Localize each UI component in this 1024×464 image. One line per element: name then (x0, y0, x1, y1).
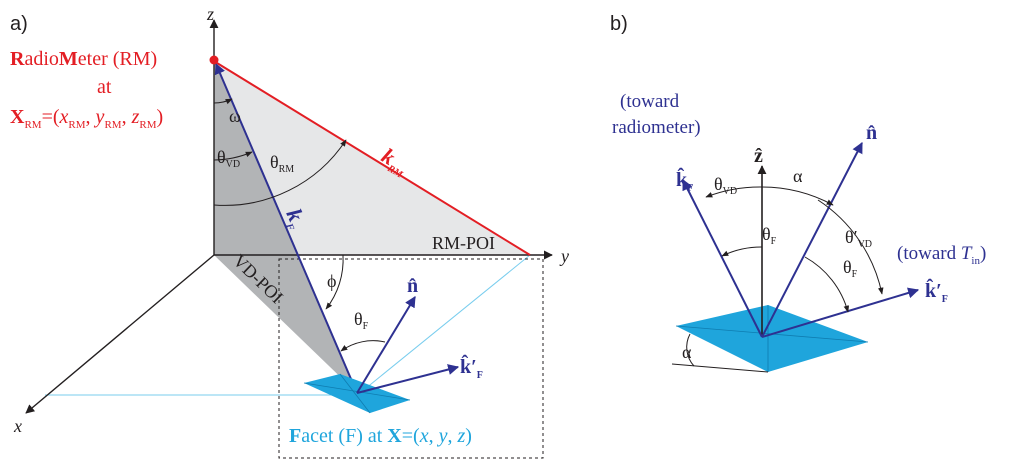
k-f-prime-vector-a (356, 364, 460, 394)
omega-label: ω (229, 106, 241, 126)
phi-arc (325, 254, 344, 310)
toward-radiometer-line2: radiometer) (612, 117, 701, 138)
n-label-a: n̂ (407, 275, 418, 297)
theta-rm-label: θRM (270, 152, 294, 175)
n-vector-a (356, 296, 416, 394)
radiometer-position: XRM=(xRM, yRM, zRM) (10, 106, 163, 131)
n-vector-b (761, 142, 863, 338)
theta-f-arc-a (340, 340, 386, 352)
k-rm-vector (216, 62, 531, 256)
alpha-arc-facet (686, 333, 695, 367)
k-f-vector (214, 62, 358, 394)
phi-label: ϕ (327, 271, 336, 291)
theta-vd-label: θVD (217, 147, 240, 170)
z-axis-label: z (206, 4, 214, 24)
y-axis-label: y (559, 246, 569, 266)
theta-vd-prime-arc (817, 199, 884, 295)
alpha-label-facet: α (682, 342, 692, 362)
zoom-box (278, 258, 544, 459)
rm-poi-label: RM-POI (432, 233, 495, 253)
panel-b-label: b) (610, 13, 628, 35)
y-projection-line (359, 254, 531, 394)
theta-vd-arc (213, 151, 253, 161)
facet-a (304, 374, 410, 413)
omega-arc (213, 98, 233, 105)
facet-b (676, 305, 868, 372)
k-f-prime-label-b: k̂′F (925, 277, 948, 305)
z-hat-label: ẑ (754, 145, 763, 167)
theta-vd-prime-label: θ′VD (845, 227, 872, 250)
theta-f-arc-b1 (721, 246, 763, 257)
facet-a-diagonal (339, 373, 371, 414)
x-axis-label: x (13, 416, 22, 436)
x-axis (25, 254, 215, 414)
facet-label: Facet (F) at X=(x, y, z) (289, 425, 472, 447)
theta-f-arc-b2 (804, 256, 850, 313)
theta-f-label-b1: θF (762, 224, 777, 247)
theta-vd-label-b: θVD (714, 174, 737, 197)
panel-a-label: a) (10, 13, 28, 35)
panel-a: a) z y x RadioMete (10, 4, 569, 459)
alpha-arc (761, 186, 834, 206)
alpha-label: α (793, 166, 803, 186)
theta-f-label-a: θF (354, 309, 369, 332)
k-f-vector-b (682, 179, 763, 338)
k-f-prime-vector-b (761, 287, 920, 338)
k-f-prime-label-a: k̂′F (460, 353, 483, 381)
k-f-label-b: k̂F (676, 166, 693, 194)
panel-b: b) α ẑ (toward radiometer) k̂F n̂ k̂′F (… (610, 13, 986, 373)
radiometer-point (209, 55, 219, 65)
theta-vd-arc-b (705, 186, 763, 198)
theta-f-label-b2: θF (843, 257, 858, 280)
n-label-b: n̂ (866, 122, 877, 144)
horizontal-reference (671, 363, 769, 373)
radiometer-at: at (97, 76, 112, 98)
theta-rm-arc (213, 139, 347, 206)
toward-t-in-label: (toward Tin) (897, 243, 986, 267)
radiometer-title: RadioMeter (RM) (10, 48, 157, 70)
toward-radiometer-line1: (toward (620, 91, 680, 112)
